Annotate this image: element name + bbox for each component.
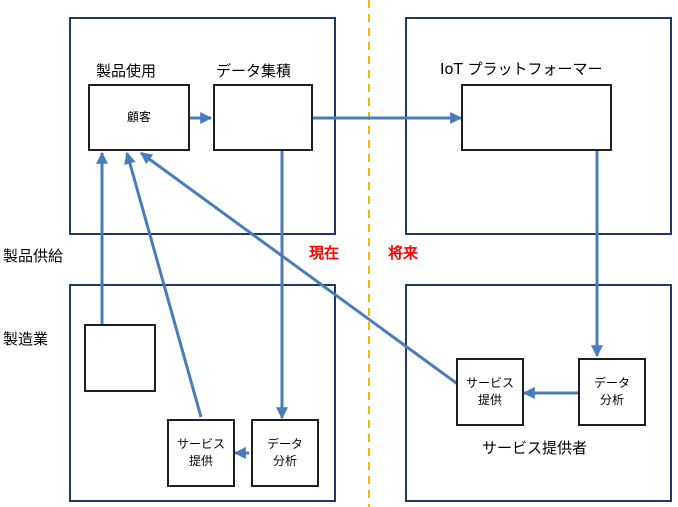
service-provision-box-left: サービス 提供 [167,419,235,487]
manufacturer-box [84,324,156,392]
data-analysis-box-left: データ 分析 [251,419,319,487]
data-analysis-box-right: データ 分析 [578,358,646,426]
iot-platform-box [461,84,612,151]
service-provision-box-right: サービス 提供 [456,358,524,426]
product-supply-label: 製品供給 [3,247,64,265]
arrow-service-right-to-customer [140,151,460,387]
service-provider-label: サービス提供者 [482,439,588,457]
data-accumulation-box [213,84,313,151]
iot-platformer-label: IoT プラットフォーマー [440,60,603,78]
data-accumulation-label: データ集積 [216,62,292,80]
customer-box: 顧客 [88,84,190,151]
arrow-service-left-to-customer [124,151,203,418]
future-label: 将来 [388,244,419,262]
manufacturing-label: 製造業 [3,330,49,348]
current-label: 現在 [309,244,340,262]
product-use-label: 製品使用 [96,62,157,80]
